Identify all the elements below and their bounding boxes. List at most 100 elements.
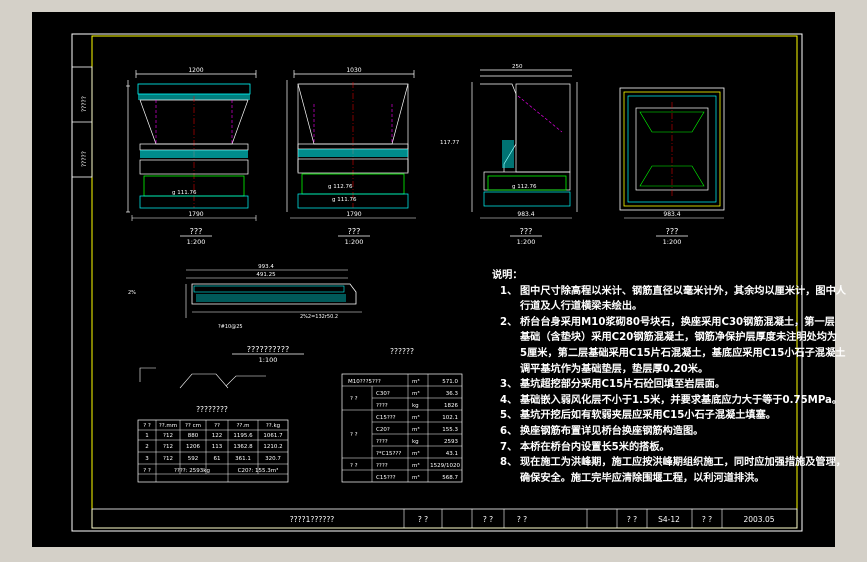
rb-cell: 880 — [188, 433, 199, 439]
v2-elev2: g 111.76 — [332, 197, 357, 203]
tb-cell3: ? ? — [517, 515, 527, 524]
notes-title: 说明： — [492, 270, 523, 281]
rb-cell: ?12 — [163, 433, 173, 439]
notes-list: 1、图中尺寸除高程以米计、钢筋直径以毫米计外，其余均以厘米计，图中人行道及人行道… — [492, 284, 846, 487]
note-line: 行道及人行道横梁未绘出。 — [492, 299, 837, 315]
qty-cell: C15??? — [376, 475, 396, 481]
rb-cell: 1206 — [186, 444, 200, 450]
qty-cell: kg — [412, 439, 419, 445]
qty-cell: kg — [412, 403, 419, 409]
rb-cell: 1 — [145, 433, 149, 439]
qty-cell: ???? — [376, 463, 388, 469]
v5-left: 2% — [128, 290, 136, 296]
qty-cell: M10???5??? — [348, 379, 381, 385]
note-text: 现在施工为洪峰期，施工应按洪峰期组织施工，同时应加强措施及管理， — [520, 457, 846, 469]
qty-cell: m³ — [412, 474, 420, 481]
note-line: 7、本桥在桥台内设置长5米的搭板。 — [492, 440, 837, 456]
view-3-side-section: 250 983.4 117.77 g 112.76 ??? 1:200 — [440, 64, 578, 246]
rb-h4: ??.m — [237, 423, 250, 429]
qty-cell: m³ — [412, 414, 420, 421]
note-text: 确保安全。施工完毕应清除围堰工程，以利河道排洪。 — [520, 472, 765, 484]
rb-h3: ?? — [214, 423, 220, 429]
rb-h1: ??.mm — [159, 423, 177, 429]
rb-cell: 113 — [212, 444, 223, 450]
view-1-front-elevation: 1200 1790 g 111.76 ??? 1:200 — [126, 67, 257, 246]
v5-scale: 1:100 — [259, 356, 278, 364]
v5-sub-dim: 491.25 — [256, 272, 276, 278]
rb-cell: 592 — [188, 456, 199, 462]
view-5-slab-detail: 993.4 491.25 2% ?#10@25 2%2=132r50.2 ???… — [128, 264, 362, 389]
note-number: 3、 — [500, 379, 518, 391]
v2-width-dim: 1790 — [346, 211, 361, 218]
v1-title: ??? — [190, 227, 203, 236]
note-line: 4、基础嵌入弱风化层不小于1.5米，并要求基底应力大于等于0.75MPa。 — [492, 393, 842, 409]
qty-cell: 102.1 — [442, 415, 458, 421]
qty-cell: ?*C15??? — [376, 451, 401, 457]
rb-cell: 361.1 — [235, 456, 251, 462]
qty-cell: 1826 — [444, 403, 458, 409]
note-line: 5、基坑开挖后如有软弱夹层应采用C15小石子混凝土填塞。 — [492, 408, 837, 424]
rb-cell: 61 — [214, 456, 221, 462]
note-line: 调平基坑作为基础垫层，垫层厚0.20米。 — [492, 362, 837, 378]
qty-cell: 568.7 — [442, 475, 458, 481]
rb-cell: 320.7 — [265, 456, 281, 462]
rb-cell: 1195.6 — [233, 433, 253, 439]
v2-scale: 1:200 — [345, 238, 364, 246]
note-text: 基坑超挖部分采用C15片石砼回填至岩层面。 — [520, 379, 726, 391]
note-text: 基础（含垫块）采用C20钢筋混凝土，钢筋净保护层厚度未注明处均为 — [520, 332, 838, 344]
note-number: 8、 — [500, 457, 518, 469]
design-notes: 说明： 1、图中尺寸除高程以米计、钢筋直径以毫米计外，其余均以厘米计，图中人行道… — [492, 268, 846, 487]
v5-r1: ?#10@25 — [218, 324, 243, 330]
rb-cell: ?12 — [163, 444, 173, 450]
qty-cell: 1529/1020 — [430, 463, 460, 469]
tb-cell1: ? ? — [418, 515, 428, 524]
rb-h2: ?? cm — [185, 423, 201, 429]
note-number: 1、 — [500, 285, 518, 297]
note-text: 行道及人行道横梁未绘出。 — [520, 301, 643, 313]
qty-cell: 571.0 — [442, 379, 458, 385]
qty-cell: ???? — [376, 403, 388, 409]
tb-drawing-no: S4-12 — [658, 515, 680, 524]
drawing-svg: 1200 1790 g 111.76 ??? 1:200 — [71, 33, 803, 532]
note-number: 6、 — [500, 425, 518, 437]
tb-cell4: ? ? — [627, 515, 637, 524]
v3-scale: 1:200 — [517, 238, 536, 246]
qty-cell: m³ — [412, 378, 420, 385]
qty-cell: ???? — [376, 439, 388, 445]
note-line: 5厘米，第二层基础采用C15片石混凝土，基底应采用C15小石子混凝土 — [492, 346, 845, 362]
v4-width-dim: 983.4 — [663, 211, 680, 218]
v1-width-dim: 1790 — [188, 211, 203, 218]
note-line: 3、基坑超挖部分采用C15片石砼回填至岩层面。 — [492, 377, 837, 393]
note-line: 基础（含垫块）采用C20钢筋混凝土，钢筋净保护层厚度未注明处均为 — [492, 330, 837, 346]
v1-top-dim: 1200 — [188, 67, 203, 74]
rb-h5: ??.kg — [266, 423, 280, 429]
note-text: 图中尺寸除高程以米计、钢筋直径以毫米计外，其余均以厘米计，图中人 — [520, 285, 846, 297]
qty-cell: m³ — [412, 450, 420, 457]
note-text: 换座钢筋布置详见桥台换座钢筋构造图。 — [520, 425, 704, 437]
rb-cell: ?12 — [163, 456, 173, 462]
qty-cell: 43.1 — [446, 451, 458, 457]
v4-title: ??? — [666, 227, 679, 236]
qty-cell: 2593 — [444, 439, 458, 445]
note-text: 基础嵌入弱风化层不小于1.5米，并要求基底应力大于等于0.75MPa。 — [520, 394, 843, 406]
title-block — [91, 508, 798, 529]
qty-cell: C20? — [376, 427, 390, 433]
note-text: 调平基坑作为基础垫层，垫层厚0.20米。 — [520, 363, 709, 375]
rb-cell: 1362.8 — [233, 444, 253, 450]
rb-cell: 2 — [145, 444, 149, 450]
note-number: 5、 — [500, 410, 518, 422]
v3-elev2: g 112.76 — [512, 184, 537, 190]
note-line: 1、图中尺寸除高程以米计、钢筋直径以毫米计外，其余均以厘米计，图中人 — [492, 284, 846, 300]
qty-cell: m³ — [412, 426, 420, 433]
qty-cell: 36.3 — [446, 391, 459, 397]
view-4-plan: 983.4 ??? 1:200 — [619, 87, 725, 246]
strip-top: ????? — [81, 96, 88, 112]
v5-title: ?????????? — [247, 345, 289, 354]
v2-elev1: g 112.76 — [328, 184, 353, 190]
rb-total-value: ????: 2593kg — [174, 468, 210, 474]
v1-elev: g 111.76 — [172, 190, 197, 196]
qty-cell: m³ — [412, 462, 420, 469]
tb-date: 2003.05 — [743, 515, 774, 524]
note-text: 5厘米，第二层基础采用C15片石混凝土，基底应采用C15小石子混凝土 — [520, 347, 846, 359]
